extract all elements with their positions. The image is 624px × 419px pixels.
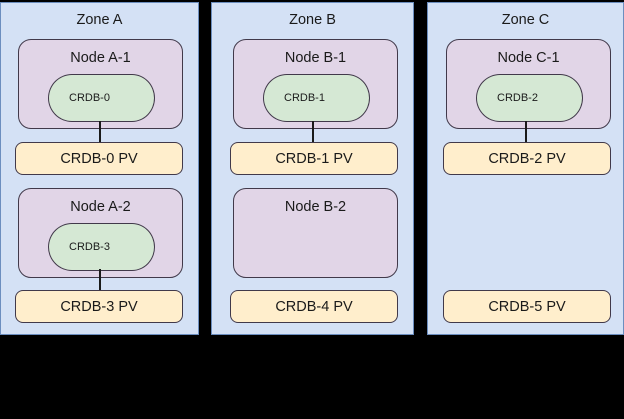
- node-box-a-2[interactable]: Node A-2 CRDB-3: [18, 188, 183, 278]
- connector-node-c-1-to-pv: [524, 121, 527, 143]
- cylinder-body-icon: [47, 74, 132, 122]
- node-label-c-1: Node C-1: [497, 50, 560, 66]
- database-label-crdb-0: CRDB-0: [69, 91, 110, 104]
- cylinder-body-icon: [47, 223, 132, 271]
- cylinder-body-icon: [262, 74, 347, 122]
- node-box-a-1[interactable]: Node A-1 CRDB-0: [18, 39, 183, 129]
- node-box-c-1[interactable]: Node C-1 CRDB-2: [446, 39, 611, 129]
- node-label-b-1: Node B-1: [284, 50, 347, 66]
- zone-container-a: Zone A Node A-1 CRDB-0 CRDB-0 PV Node A-…: [0, 2, 199, 335]
- zone-title-c: Zone C: [501, 12, 550, 28]
- pv-label-crdb-0: CRDB-0 PV: [60, 150, 138, 167]
- pv-label-crdb-3: CRDB-3 PV: [60, 298, 138, 315]
- pv-label-crdb-1: CRDB-1 PV: [275, 150, 353, 167]
- pv-box-crdb-2[interactable]: CRDB-2 PV: [443, 142, 611, 175]
- zone-title-b: Zone B: [289, 12, 336, 28]
- database-cylinder-crdb-2[interactable]: CRDB-2: [475, 74, 583, 122]
- connector-node-b-1-to-pv: [311, 121, 314, 143]
- node-label-a-2: Node A-2: [70, 199, 131, 215]
- pv-label-crdb-5: CRDB-5 PV: [488, 298, 566, 315]
- database-cylinder-crdb-3[interactable]: CRDB-3: [47, 223, 155, 271]
- zone-container-b: Zone B Node B-1 CRDB-1 CRDB-1 PV Node B-…: [211, 2, 414, 335]
- node-label-b-2: Node B-2: [284, 199, 347, 215]
- pv-box-crdb-1[interactable]: CRDB-1 PV: [230, 142, 398, 175]
- zone-title-a: Zone A: [76, 12, 123, 28]
- database-label-crdb-1: CRDB-1: [284, 91, 325, 104]
- pv-box-crdb-4[interactable]: CRDB-4 PV: [230, 290, 398, 323]
- database-cylinder-crdb-0[interactable]: CRDB-0: [47, 74, 155, 122]
- node-box-b-1[interactable]: Node B-1 CRDB-1: [233, 39, 398, 129]
- pv-label-crdb-4: CRDB-4 PV: [275, 298, 353, 315]
- database-label-crdb-3: CRDB-3: [69, 240, 110, 253]
- pv-box-crdb-5[interactable]: CRDB-5 PV: [443, 290, 611, 323]
- pv-box-crdb-0[interactable]: CRDB-0 PV: [15, 142, 183, 175]
- zone-container-c: Zone C Node C-1 CRDB-2 CRDB-2 PV CRDB-5 …: [427, 2, 624, 335]
- database-cylinder-crdb-1[interactable]: CRDB-1: [262, 74, 370, 122]
- connector-node-a-1-to-pv: [98, 121, 101, 143]
- pv-box-crdb-3[interactable]: CRDB-3 PV: [15, 290, 183, 323]
- node-box-b-2[interactable]: Node B-2: [233, 188, 398, 278]
- cylinder-body-icon: [475, 74, 560, 122]
- node-label-a-1: Node A-1: [70, 50, 131, 66]
- database-label-crdb-2: CRDB-2: [497, 91, 538, 104]
- pv-label-crdb-2: CRDB-2 PV: [488, 150, 566, 167]
- connector-node-a-2-to-pv: [98, 269, 101, 291]
